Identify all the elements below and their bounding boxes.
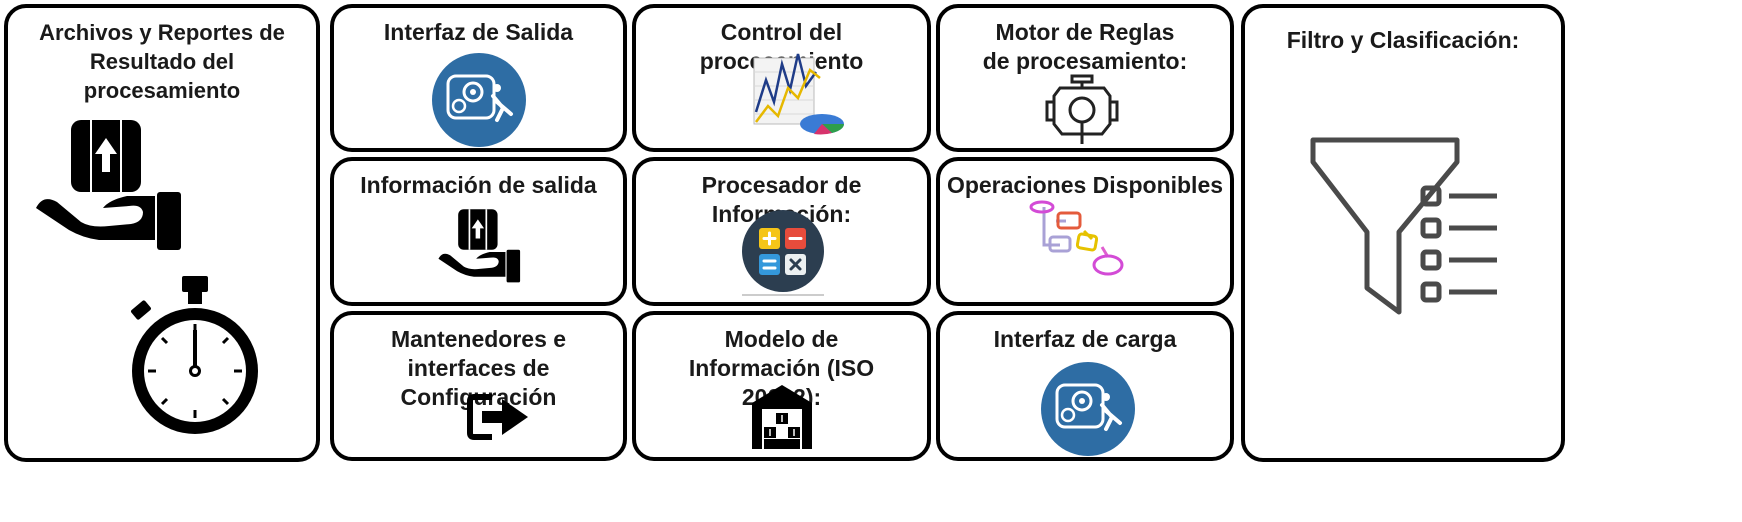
warehouse-icon: [750, 383, 814, 451]
stopwatch-icon: [122, 274, 272, 444]
panel-title: Mantenedores e interfaces de Configuraci…: [390, 326, 567, 410]
panel-procesador-informacion: Procesador de Información:: [632, 157, 931, 306]
hand-box-icon: [434, 207, 524, 283]
funnel-list-icon: [1305, 132, 1505, 322]
panel-title: Operaciones Disponibles: [946, 172, 1224, 198]
panel-title: Interfaz de carga: [993, 326, 1177, 352]
panel-title: Motor de Reglas de procesamiento:: [982, 19, 1188, 74]
panel-title: Control del procesamiento: [700, 19, 864, 74]
panel-control-procesamiento: Control del procesamiento: [632, 4, 931, 152]
panel-filtro-clasificacion: Filtro y Clasificación:: [1241, 4, 1565, 462]
chart-icon: [748, 50, 848, 138]
panel-title: Modelo de Información (ISO 20022):: [688, 326, 875, 410]
flowchart-icon: [1028, 199, 1124, 279]
panel-modelo-informacion: Modelo de Información (ISO 20022):: [632, 311, 931, 461]
panel-motor-reglas: Motor de Reglas de procesamiento:: [936, 4, 1234, 152]
exit-icon: [466, 391, 532, 443]
calculator-icon: [740, 209, 826, 297]
panel-title: Información de salida: [360, 172, 597, 198]
panel-archivos-reportes: Archivos y Reportes de Resultado del pro…: [4, 4, 320, 462]
panel-interfaz-salida: Interfaz de Salida: [330, 4, 627, 152]
engine-icon: [1044, 74, 1120, 146]
gears-person-icon: [1040, 361, 1136, 457]
panel-interfaz-carga: Interfaz de carga: [936, 311, 1234, 461]
gears-person-icon: [431, 52, 527, 148]
panel-informacion-salida: Información de salida: [330, 157, 627, 306]
panel-mantenedores-configuracion: Mantenedores e interfaces de Configuraci…: [330, 311, 627, 461]
panel-title: Interfaz de Salida: [383, 19, 574, 45]
panel-title: Filtro y Clasificación:: [1286, 27, 1520, 53]
hand-box-icon: [32, 116, 184, 251]
panel-title: Procesador de Información:: [701, 172, 862, 227]
panel-operaciones-disponibles: Operaciones Disponibles: [936, 157, 1234, 306]
panel-title: Archivos y Reportes de Resultado del pro…: [39, 20, 285, 103]
